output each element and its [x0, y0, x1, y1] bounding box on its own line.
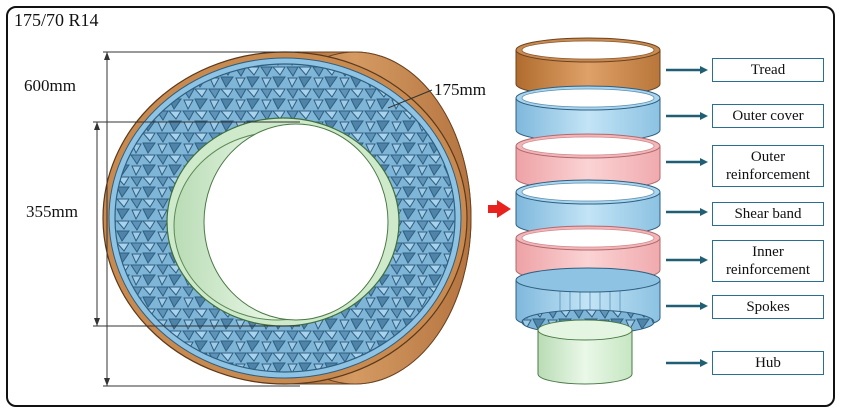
label-outer-cover-text: Outer cover [732, 108, 804, 124]
label-arrows [666, 66, 708, 367]
width-label: 175mm [434, 80, 486, 99]
exploded-hub-cylinder [537, 319, 633, 385]
label-tread: Tread [712, 58, 824, 82]
label-spokes-text: Spokes [746, 299, 790, 315]
exploded-outer-cover-ring [515, 85, 661, 143]
label-inner-reinforcement: Inner reinforcement [712, 240, 824, 282]
tire-center-hole [203, 123, 389, 321]
red-arrow-icon [488, 200, 511, 218]
label-spokes: Spokes [712, 295, 824, 319]
exploded-shear-band-ring [515, 179, 661, 237]
label-outer-cover: Outer cover [712, 104, 824, 128]
label-hub: Hub [712, 351, 824, 375]
label-tread-text: Tread [750, 62, 786, 78]
label-hub-text: Hub [755, 355, 781, 371]
dimension-arrowheads [94, 52, 110, 386]
label-shear-band-text: Shear band [734, 206, 802, 222]
exploded-outer-reinforcement-ring [515, 133, 661, 191]
tire-size-label: 175/70 R14 [14, 10, 99, 30]
inner-diameter-label: 355mm [26, 202, 78, 221]
label-outer-reinforcement: Outer reinforcement [712, 145, 824, 187]
label-inner-reinforcement-line1: Inner [752, 244, 784, 260]
label-shear-band: Shear band [712, 202, 824, 226]
label-outer-reinforcement-line1: Outer [750, 149, 786, 165]
label-inner-reinforcement-line2: reinforcement [725, 262, 811, 278]
dimension-lines [93, 51, 433, 387]
label-outer-reinforcement-line2: reinforcement [725, 167, 811, 183]
outer-diameter-label: 600mm [24, 76, 76, 95]
exploded-tread-ring [515, 37, 661, 97]
